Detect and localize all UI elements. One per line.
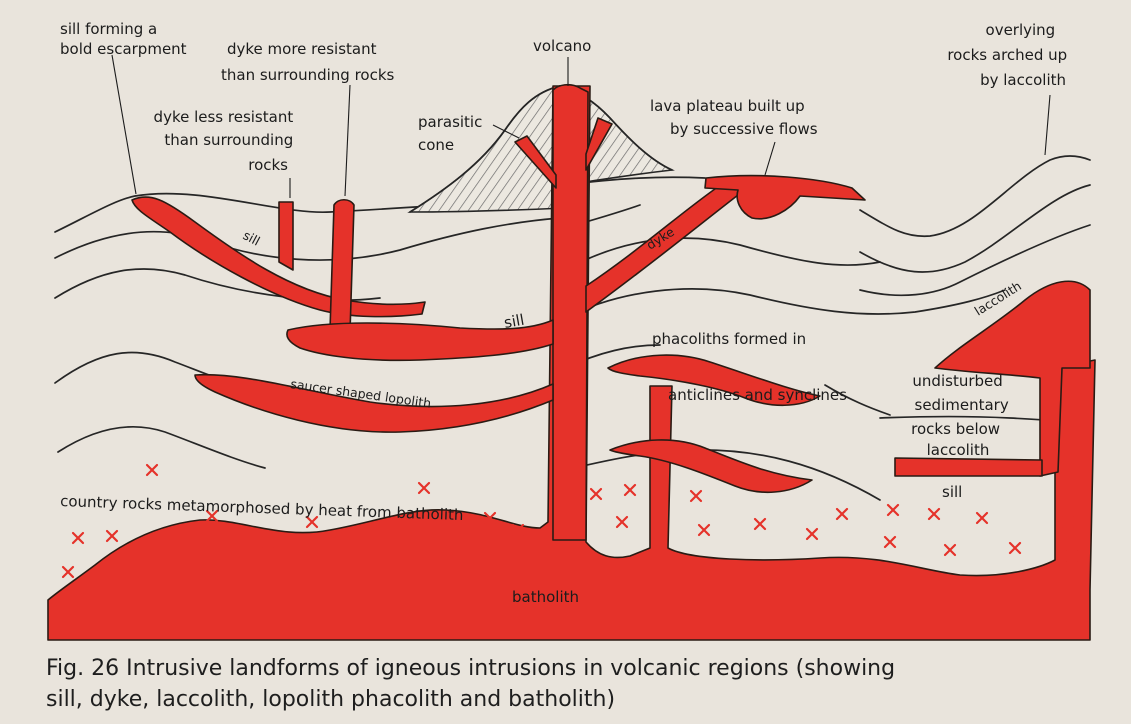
x-mark: [617, 517, 627, 527]
dyke-less-resistant: [279, 202, 293, 270]
x-mark: [63, 567, 73, 577]
label-line: undisturbed: [912, 372, 1002, 390]
dyke-upper: [586, 182, 755, 312]
x-mark: [147, 465, 157, 475]
caption-line: Fig. 26 Intrusive landforms of igneous i…: [46, 656, 895, 681]
x-mark: [755, 519, 765, 529]
x-mark: [699, 525, 709, 535]
stratum-line: [565, 289, 1005, 318]
label-undisturbed: undisturbed sedimentary rocks below lacc…: [911, 372, 1013, 459]
phacolith-lower: [610, 440, 812, 492]
label-volcano: volcano: [533, 37, 591, 55]
leader-line: [765, 142, 775, 175]
label-dyke-less-resistant: dyke less resistant than surrounding roc…: [154, 108, 298, 174]
label-line: sill forming a: [60, 20, 157, 38]
label-country-rocks: country rocks metamorphosed by heat from…: [60, 492, 464, 524]
x-mark: [885, 537, 895, 547]
stratum-line: [565, 238, 880, 270]
label-line: laccolith: [927, 441, 990, 459]
intrusions: [48, 85, 1095, 640]
leader-line: [345, 85, 350, 196]
label-parasitic-cone: parasitic cone: [418, 113, 487, 154]
label-sill-middle: sill: [503, 311, 526, 332]
label-line: dyke more resistant: [227, 40, 377, 58]
label-line: overlying: [986, 21, 1056, 39]
stratum-line: [58, 427, 265, 468]
label-overlying-rocks: overlying rocks arched up by laccolith: [947, 21, 1072, 89]
x-mark: [977, 513, 987, 523]
sill-right: [895, 458, 1042, 476]
label-line: phacoliths formed in: [652, 330, 806, 348]
volcano-vent: [553, 85, 588, 540]
label-line: anticlines and synclines: [668, 386, 847, 404]
label-dyke-more-resistant: dyke more resistant than surrounding roc…: [221, 40, 395, 84]
figure-caption: Fig. 26 Intrusive landforms of igneous i…: [46, 656, 902, 712]
leader-line: [112, 55, 136, 194]
stratum-line: [860, 156, 1090, 236]
x-mark: [73, 533, 83, 543]
label-line: rocks: [248, 156, 288, 174]
x-mark: [107, 531, 117, 541]
label-sill-right: sill: [942, 483, 962, 501]
label-line: than surrounding rocks: [221, 66, 395, 84]
label-lava-plateau: lava plateau built up by successive flow…: [650, 97, 818, 138]
leader-line: [1045, 95, 1050, 155]
label-line: cone: [418, 136, 454, 154]
label-line: by successive flows: [670, 120, 818, 138]
x-mark: [691, 491, 701, 501]
dyke-more-resistant: [330, 200, 354, 332]
x-mark: [888, 505, 898, 515]
x-mark: [837, 509, 847, 519]
label-line: lava plateau built up: [650, 97, 805, 115]
label-batholith: batholith: [512, 588, 579, 606]
label-line: rocks arched up: [947, 46, 1067, 64]
label-sill-escarpment: sill forming a bold escarpment: [60, 20, 187, 58]
x-mark: [419, 483, 429, 493]
label-line: bold escarpment: [60, 40, 187, 58]
x-mark: [625, 485, 635, 495]
label-line: sedimentary: [915, 396, 1009, 414]
x-mark: [929, 509, 939, 519]
caption-line: sill, dyke, laccolith, lopolith phacolit…: [46, 687, 615, 712]
stratum-line: [55, 218, 560, 260]
label-line: parasitic: [418, 113, 482, 131]
x-mark: [1010, 543, 1020, 553]
label-sill-upper: sill: [241, 227, 263, 248]
label-line: rocks below: [911, 420, 1000, 438]
lopolith: [195, 375, 553, 432]
x-mark: [591, 489, 601, 499]
label-line: by laccolith: [980, 71, 1066, 89]
x-mark: [807, 529, 817, 539]
label-line: than surrounding: [164, 131, 293, 149]
label-line: dyke less resistant: [154, 108, 294, 126]
stratum-line: [55, 194, 430, 232]
x-mark: [945, 545, 955, 555]
